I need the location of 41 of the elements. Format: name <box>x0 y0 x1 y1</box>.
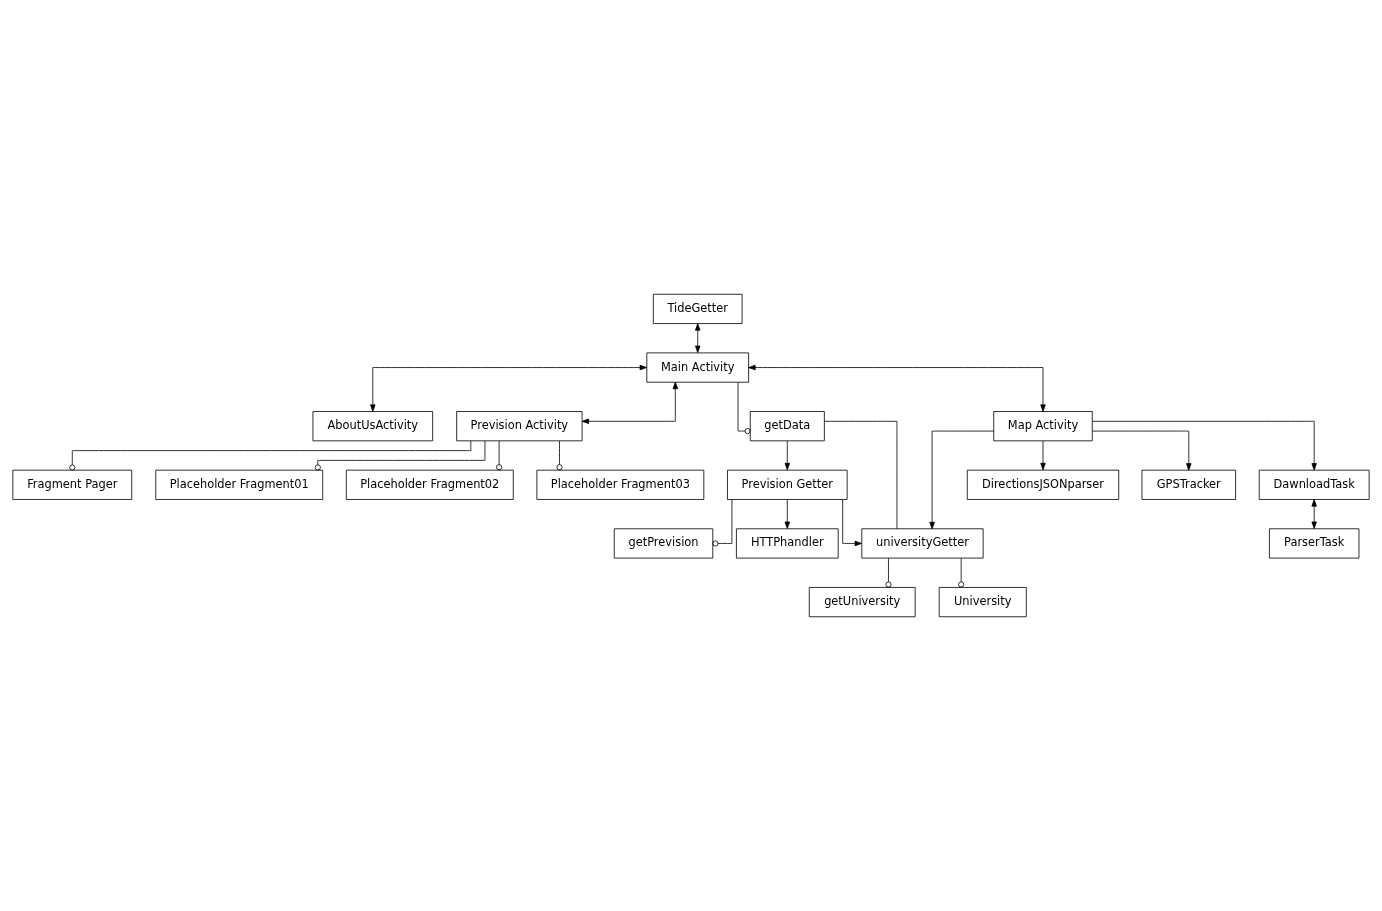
arrow <box>842 499 862 547</box>
node-box: Placeholder Fragment02 <box>345 469 514 500</box>
arrow <box>1092 420 1317 471</box>
node-box: getUniversity <box>808 587 916 618</box>
node-box: Main Activity <box>646 352 750 383</box>
node-box: Map Activity <box>993 411 1093 442</box>
arrow <box>1040 440 1046 471</box>
connector <box>69 440 472 471</box>
arrow <box>929 430 995 530</box>
connector <box>885 557 892 588</box>
node-box: Placeholder Fragment03 <box>536 469 705 500</box>
node-box: Prevision Getter <box>727 469 848 500</box>
node-box: Fragment Pager <box>12 469 133 500</box>
connector <box>314 440 486 471</box>
node-box: ParserTask <box>1269 528 1360 559</box>
node-box: Placeholder Fragment01 <box>155 469 324 500</box>
arrow <box>784 499 790 529</box>
node-box: GPSTracker <box>1141 469 1236 500</box>
arrow <box>748 364 1046 412</box>
connector <box>958 557 965 588</box>
arrow <box>1091 430 1192 471</box>
connector <box>737 381 751 435</box>
node-box: HTTPhandler <box>736 528 839 559</box>
node-box: University <box>938 587 1027 618</box>
node-box: universityGetter <box>861 528 984 559</box>
arrow <box>1311 499 1317 529</box>
arrow <box>695 323 701 353</box>
arrow <box>370 364 647 412</box>
node-box: DawnloadTask <box>1258 469 1370 500</box>
arrow <box>581 381 678 424</box>
node-box: TideGetter <box>652 293 743 324</box>
node-box: getPrevision <box>613 528 714 559</box>
connector <box>712 499 733 547</box>
connector <box>556 440 563 471</box>
connector <box>496 440 503 471</box>
node-box: Prevision Activity <box>456 411 583 442</box>
connector <box>824 420 898 530</box>
node-box: DirectionsJSONparser <box>966 469 1120 500</box>
node-box: AboutUsActivity <box>312 411 434 442</box>
node-box: getData <box>749 411 825 442</box>
arrow <box>784 440 790 471</box>
